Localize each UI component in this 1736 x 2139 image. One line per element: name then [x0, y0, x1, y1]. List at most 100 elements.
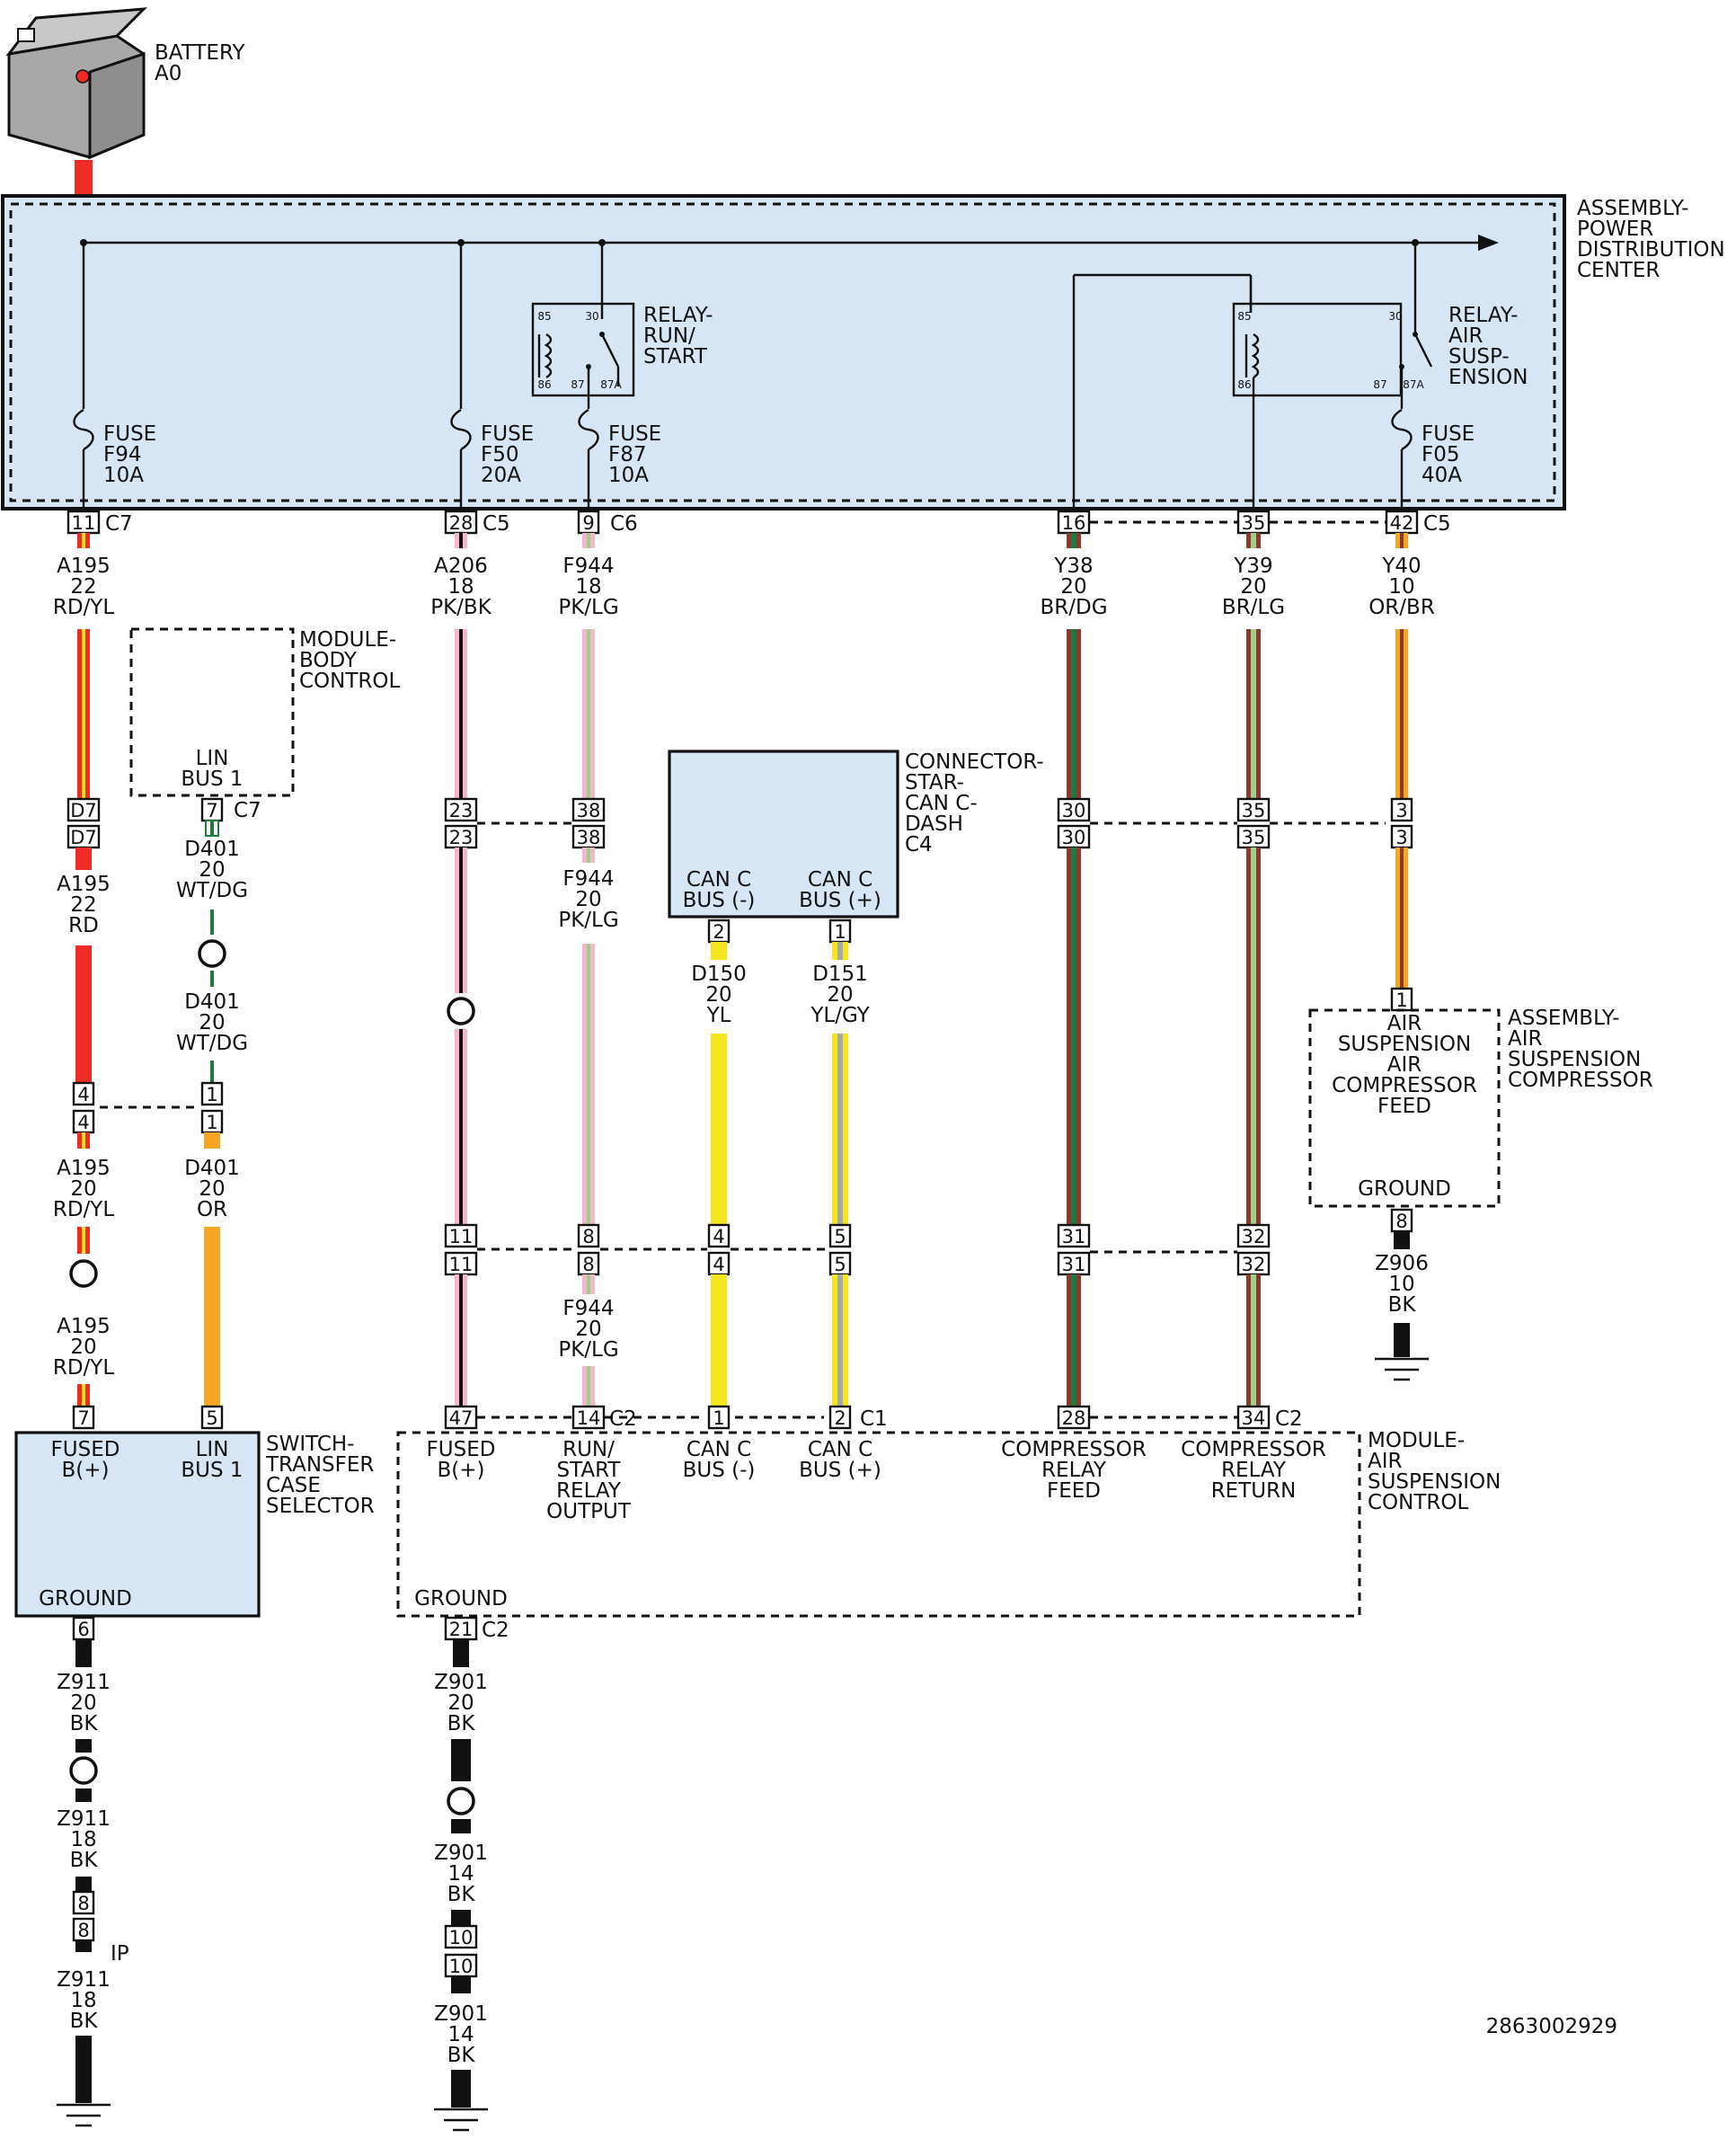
- wire-d401-or: [204, 1227, 220, 1407]
- fuse-label: 10A: [608, 464, 649, 487]
- fuse-label: FUSE: [1422, 422, 1475, 446]
- wire-a206-stripe: [459, 1029, 463, 1236]
- pdc-connector-label: C5: [1423, 512, 1451, 536]
- inline-pin: [444, 1924, 478, 1949]
- asc-port-label: RUN/: [562, 1438, 615, 1461]
- relay-air-label: RELAY-: [1448, 304, 1518, 327]
- relay-pin-label: 87: [571, 378, 584, 391]
- asc-port-label: FEED: [1047, 1479, 1101, 1503]
- wire-label: RD/YL: [53, 1356, 114, 1380]
- bcm-pin-label: 7: [206, 800, 217, 821]
- inline-pin-label: 31: [1062, 1254, 1086, 1275]
- wire-label: Z901: [434, 1842, 488, 1865]
- inline-pin-label: 8: [77, 1893, 89, 1914]
- inline-pin: [444, 1953, 478, 1978]
- compressor-ground-label: GROUND: [1358, 1177, 1451, 1201]
- pdc-output-pin-label: 16: [1062, 512, 1086, 534]
- asc-connector-label: C2: [482, 1619, 509, 1642]
- relay-run-label: RUN/: [643, 324, 695, 348]
- wire-label: 18: [575, 575, 601, 599]
- wire-label: 18: [70, 1828, 96, 1851]
- relay-pin-label: 85: [537, 310, 551, 323]
- wire-y39-stripe: [1251, 1274, 1256, 1407]
- wire-label: BK: [70, 2010, 99, 2033]
- wire-f944-stripe: [587, 533, 590, 548]
- fuse-symbol: [578, 408, 599, 451]
- relay-run-start: [531, 302, 635, 397]
- inline-pin-label: 35: [1242, 827, 1266, 848]
- inline-pin: [444, 1223, 478, 1248]
- inline-connector-label: IP: [111, 1942, 129, 1966]
- splice-point: [198, 939, 226, 968]
- battery-side: [88, 51, 146, 160]
- asc-port-label: COMPRESSOR: [1001, 1438, 1147, 1461]
- inline-pin-label: 38: [577, 800, 601, 821]
- fuse-label: FUSE: [481, 422, 534, 446]
- transfer-title: CASE: [266, 1474, 321, 1497]
- wire-d401-stripe: [210, 910, 214, 935]
- wire-a206-stripe: [459, 533, 463, 548]
- wire-z911: [75, 1940, 92, 1952]
- asc-title: SUSPENSION: [1368, 1470, 1501, 1494]
- star-port-label: BUS (-): [683, 889, 756, 912]
- wire-a195-stripe: [82, 1227, 85, 1254]
- relay-pin-label: 87A: [600, 378, 622, 391]
- wire-label: 10: [1388, 575, 1414, 599]
- wire-d150: [711, 1034, 727, 1236]
- asc-pin-label: 34: [1242, 1407, 1266, 1429]
- wire-label: 10: [1388, 1273, 1414, 1296]
- battery-feed-wire: [75, 160, 93, 196]
- wire-label: 20: [447, 1691, 474, 1715]
- wire-label: 20: [575, 1318, 601, 1341]
- transfer-port-label: LIN: [196, 1438, 229, 1461]
- wire-label: A195: [57, 555, 111, 578]
- wire-label: OR/BR: [1368, 596, 1435, 619]
- relay-contact: [1399, 364, 1404, 369]
- splice-point: [69, 1756, 98, 1785]
- wire-d150: [711, 942, 727, 960]
- wire-label: A195: [57, 873, 111, 896]
- wire-label: BR/LG: [1222, 596, 1285, 619]
- wire-z911: [75, 1739, 92, 1753]
- star-title: CONNECTOR-: [905, 750, 1044, 774]
- wire-z906: [1394, 1323, 1410, 1357]
- battery-name: BATTERY: [155, 41, 245, 65]
- wire-y40-stripe: [1400, 848, 1404, 989]
- wire-f944-stripe: [587, 848, 590, 863]
- pdc-box: [1, 194, 1566, 510]
- wire-z901: [451, 1739, 471, 1781]
- fuse-symbol: [73, 408, 94, 451]
- pdc-output-pin-label: 9: [582, 512, 594, 534]
- pdc-connector-label: C6: [610, 512, 638, 536]
- battery-terminal-cap: [17, 28, 35, 42]
- relay-contact: [1413, 332, 1418, 337]
- wire-label: BK: [447, 1712, 476, 1735]
- relay-air-label: AIR: [1448, 324, 1484, 348]
- star-port-label: CAN C: [686, 868, 751, 892]
- transfer-port-label: BUS 1: [181, 1459, 243, 1482]
- wire-y38-stripe: [1071, 533, 1076, 548]
- inline-pin: [200, 1081, 224, 1106]
- fuse-label: F94: [103, 443, 142, 466]
- arrow-right-icon: [1478, 235, 1499, 251]
- inline-pin-label: 32: [1242, 1226, 1266, 1247]
- wire-d401-stripe: [210, 971, 214, 987]
- bcm-title: MODULE-: [299, 628, 396, 652]
- inline-pin-label: D7: [70, 827, 97, 848]
- module-body-control: [129, 627, 295, 797]
- wire-d401-stripe: [210, 821, 214, 836]
- battery-positive-terminal: [75, 69, 90, 84]
- wire-label: 20: [705, 983, 731, 1007]
- fuse-label: FUSE: [103, 422, 156, 446]
- relay-coil-icon: [1251, 333, 1260, 379]
- asc-title: MODULE-: [1368, 1429, 1465, 1452]
- inline-pin: [1236, 824, 1271, 849]
- assembly-air-suspension-compressor: [1308, 1008, 1501, 1208]
- wire-y38-stripe: [1071, 1274, 1076, 1407]
- relay-pin-label: 85: [1237, 310, 1251, 323]
- inline-pin: [707, 1223, 731, 1248]
- wire-d151-stripe: [837, 1034, 843, 1236]
- asc-port-label: BUS (-): [683, 1459, 756, 1482]
- asc-port-label: BUS (+): [799, 1459, 881, 1482]
- wire-z911: [75, 1788, 92, 1802]
